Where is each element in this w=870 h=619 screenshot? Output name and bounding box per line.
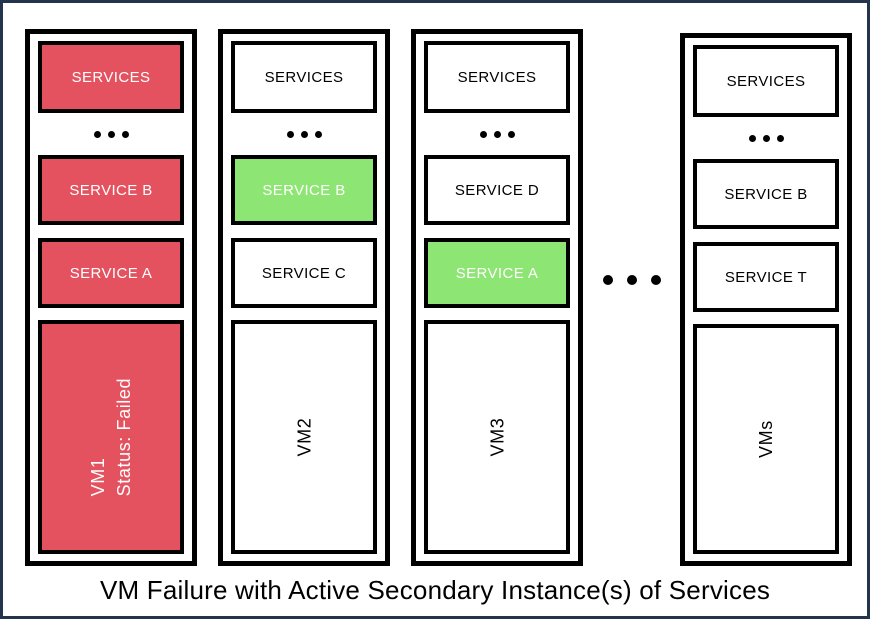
services-box: SERVICES <box>231 41 377 113</box>
services-box: SERVICES <box>424 41 570 113</box>
vm-name: VM1 <box>87 457 108 497</box>
service-a-box: SERVICE A <box>424 238 570 308</box>
ellipsis-icon <box>38 113 184 155</box>
service-b-box: SERVICE B <box>231 155 377 225</box>
service-box-label: SERVICE A <box>69 264 153 282</box>
vm-status: Status: Failed <box>114 377 134 497</box>
ellipsis-icon <box>424 113 570 155</box>
vm1-box: VM1 Status: Failed <box>38 320 184 554</box>
more-vms-ellipsis-icon <box>603 271 661 289</box>
service-box-label: SERVICE T <box>724 268 808 286</box>
service-box-label: SERVICE C <box>261 264 347 282</box>
vm-name: VM2 <box>293 417 314 457</box>
service-box-label: SERVICE A <box>455 264 539 282</box>
services-box: SERVICES <box>38 41 184 113</box>
service-box-label: SERVICE B <box>69 181 153 199</box>
service-box-label: SERVICE B <box>724 185 808 203</box>
vm-name: VMs <box>755 420 776 458</box>
vm2-column: SERVICES SERVICE B SERVICE C VM2 <box>218 29 390 566</box>
vm1-label: VM1 Status: Failed <box>85 378 137 496</box>
service-c-box: SERVICE C <box>231 238 377 308</box>
service-b-box: SERVICE B <box>38 155 184 225</box>
service-box-label: SERVICE B <box>262 181 346 199</box>
service-t-box: SERVICE T <box>693 242 839 312</box>
services-box-label: SERVICES <box>457 68 537 86</box>
ellipsis-icon <box>693 117 839 159</box>
vm3-box: VM3 <box>424 320 570 554</box>
vm3-label: VM3 <box>484 418 510 457</box>
service-b-box: SERVICE B <box>693 159 839 229</box>
services-box-label: SERVICES <box>726 72 806 90</box>
vms-box: VMs <box>693 324 839 554</box>
vm2-label: VM2 <box>291 418 317 457</box>
services-box: SERVICES <box>693 45 839 117</box>
vm3-column: SERVICES SERVICE D SERVICE A VM3 <box>411 29 583 566</box>
vm2-box: VM2 <box>231 320 377 554</box>
vms-column: SERVICES SERVICE B SERVICE T VMs <box>680 33 852 566</box>
service-d-box: SERVICE D <box>424 155 570 225</box>
service-a-box: SERVICE A <box>38 238 184 308</box>
vms-label: VMs <box>753 420 779 458</box>
diagram-caption: VM Failure with Active Secondary Instanc… <box>99 575 771 605</box>
ellipsis-icon <box>231 113 377 155</box>
services-box-label: SERVICES <box>264 68 344 86</box>
vm-name: VM3 <box>486 417 507 457</box>
service-box-label: SERVICE D <box>454 181 540 199</box>
services-box-label: SERVICES <box>71 68 151 86</box>
vm1-column: SERVICES SERVICE B SERVICE A VM1 Status:… <box>25 29 197 566</box>
